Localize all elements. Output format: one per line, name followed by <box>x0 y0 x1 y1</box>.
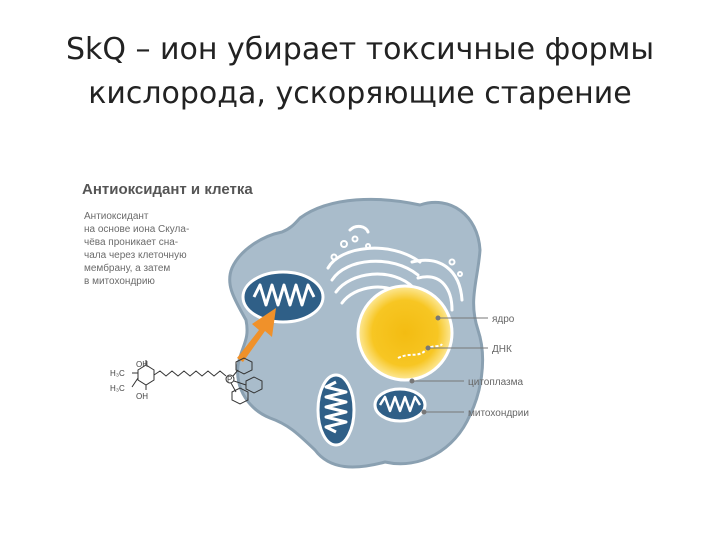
caption-line-6: в митохондрию <box>84 276 155 287</box>
label-nucleus: ядро <box>492 314 515 325</box>
mitochondrion-3 <box>373 387 427 423</box>
label-dna: ДНК <box>492 344 512 355</box>
vesicles <box>330 235 463 277</box>
caption-line-5: мембрану, а затем <box>84 263 171 274</box>
molecule-phosphorus: P <box>227 375 232 384</box>
caption-line-1: Антиоксидант <box>84 211 149 222</box>
figure-caption: Антиоксидант на основе иона Скула- чёва … <box>84 210 264 288</box>
mitochondrion-1 <box>241 270 325 324</box>
entry-arrow <box>237 308 276 362</box>
title-line-2: кислорода, ускоряющие старение <box>88 76 632 111</box>
molecule-oh-bottom: OH <box>136 392 148 401</box>
title-line-1: SkQ – ион убирает токсичные формы <box>65 32 655 67</box>
caption-line-2: на основе иона Скула- <box>84 224 190 235</box>
caption-line-4: чала через клеточную <box>84 250 187 261</box>
nucleus <box>356 284 454 382</box>
leader-lines <box>409 315 488 415</box>
slide-title: SkQ – ион убирает токсичные формы кислор… <box>40 28 680 116</box>
molecule-oh-top: OH <box>136 360 148 369</box>
label-mitochondria: митохондрии <box>468 408 529 419</box>
molecule-h3c-top: H₃C <box>110 369 125 378</box>
skq-molecule <box>131 357 263 405</box>
caption-line-3: чёва проникает сна- <box>84 237 179 248</box>
mitochondrion-2 <box>316 373 356 447</box>
molecule-h3c-bottom: H₃C <box>110 384 125 393</box>
label-cytoplasm: цитоплазма <box>468 377 524 388</box>
figure-heading: Антиоксидант и клетка <box>82 181 253 198</box>
